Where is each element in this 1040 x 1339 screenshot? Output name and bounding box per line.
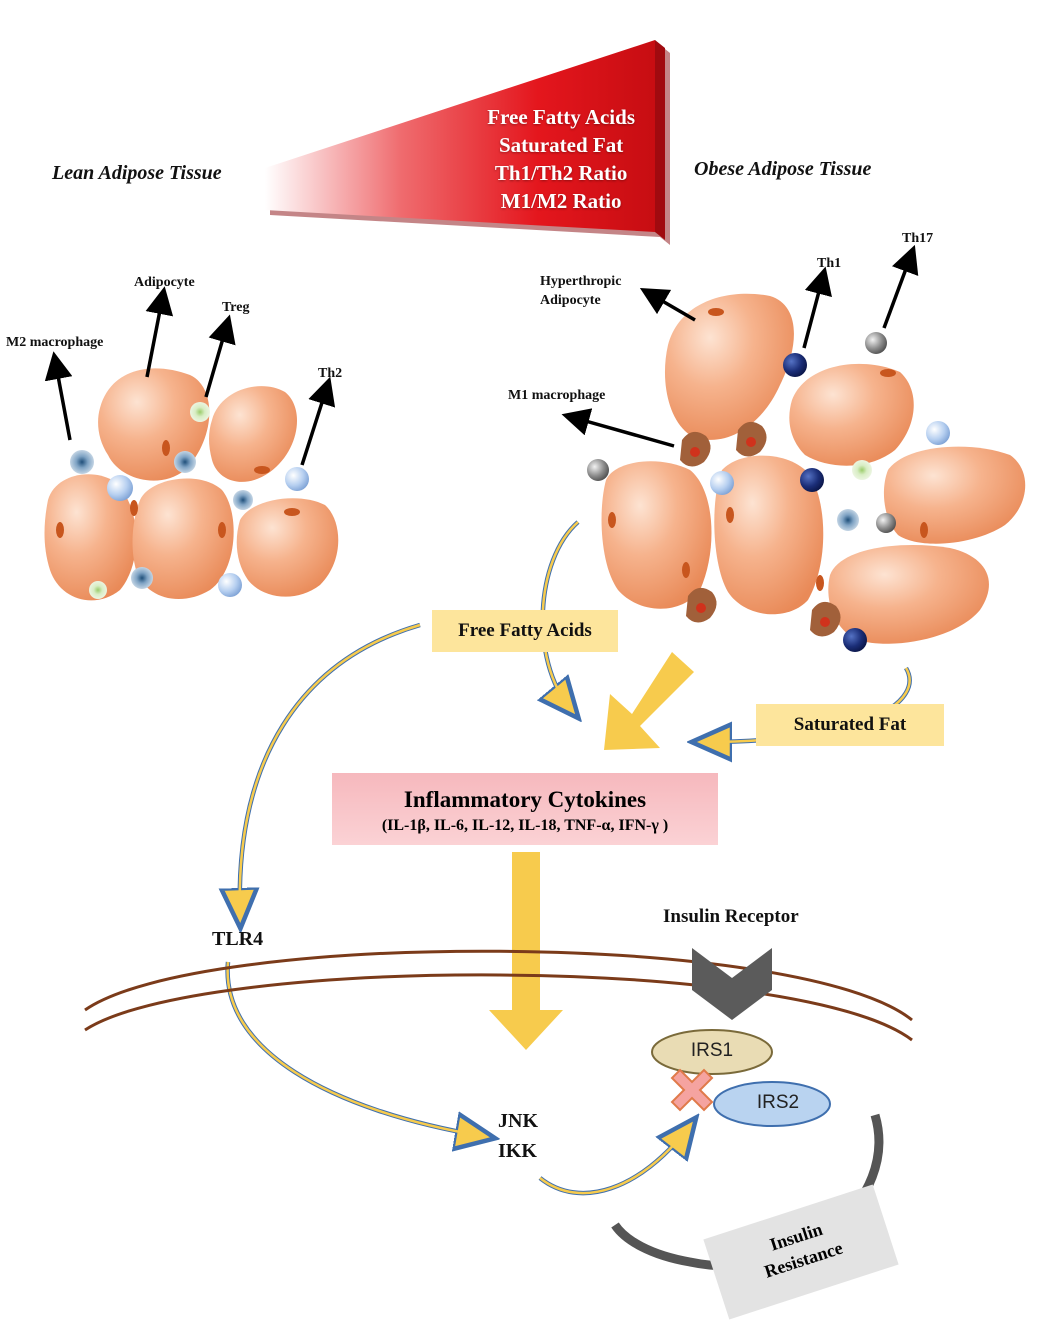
treg-pointer bbox=[204, 314, 236, 398]
th17-cell bbox=[876, 513, 896, 533]
treg-cell bbox=[190, 402, 210, 422]
hyperthropic-adipocyte-label: Adipocyte bbox=[540, 293, 601, 308]
th1-cell bbox=[800, 468, 824, 492]
m1-macrophage-cell bbox=[680, 431, 711, 467]
obese-adipocyte bbox=[883, 446, 1026, 544]
treg-label: Treg bbox=[222, 300, 250, 315]
hyperthropic-label: Hyperthropic bbox=[540, 274, 622, 289]
insulin-receptor-icon bbox=[692, 948, 772, 1020]
obese-to-cytokines-arrow bbox=[604, 652, 694, 750]
th2-pointer bbox=[300, 376, 336, 466]
obese-adipocyte bbox=[664, 293, 794, 440]
th17-pointer bbox=[882, 244, 919, 329]
obese-tissue-cluster bbox=[561, 244, 1026, 652]
th2-cell bbox=[710, 471, 734, 495]
th1-cell bbox=[843, 628, 867, 652]
th1-label: Th1 bbox=[817, 256, 842, 271]
m1-macrophage-cell bbox=[686, 587, 717, 623]
th2-cell bbox=[926, 421, 950, 445]
hyperthropic-adipocyte-pointer bbox=[639, 287, 696, 322]
m2-macrophage-cell bbox=[233, 490, 253, 510]
th17-cell bbox=[865, 332, 887, 354]
m1-macrophage-cell bbox=[736, 421, 767, 457]
irs2-label: IRS2 bbox=[756, 1092, 800, 1113]
tlr4-label: TLR4 bbox=[212, 928, 264, 950]
free-fatty-acids-box: Free Fatty Acids bbox=[432, 610, 618, 652]
gradient-line: Free Fatty Acids bbox=[487, 105, 635, 129]
th2-cell bbox=[285, 467, 309, 491]
lean-adipocyte bbox=[209, 386, 297, 482]
lean-adipocyte bbox=[132, 478, 234, 600]
gradient-line: Saturated Fat bbox=[499, 133, 624, 157]
th1-cell bbox=[783, 353, 807, 377]
irs1-label: IRS1 bbox=[690, 1040, 734, 1061]
m2-macrophage-cell bbox=[131, 567, 153, 589]
m1-macrophage-pointer bbox=[561, 408, 675, 448]
cytokines-list: (IL-1β, IL-6, IL-12, IL-18, TNF-α, IFN-γ… bbox=[381, 817, 669, 834]
inflammatory-cytokines-box: Inflammatory Cytokines (IL-1β, IL-6, IL-… bbox=[332, 773, 718, 845]
obese-adipocyte bbox=[828, 545, 989, 644]
obese-tissue-label: Obese Adipose Tissue bbox=[694, 158, 872, 180]
block-x-icon bbox=[670, 1068, 714, 1112]
lean-tissue-cluster bbox=[44, 286, 339, 601]
gradient-wedge bbox=[265, 40, 670, 245]
th1-pointer bbox=[802, 266, 832, 349]
obese-adipocyte bbox=[789, 363, 914, 466]
obese-adipocyte bbox=[714, 455, 824, 615]
obese-adipocyte bbox=[601, 461, 712, 609]
cell-membrane bbox=[84, 949, 913, 1042]
m2-macrophage-cell bbox=[174, 451, 196, 473]
lean-adipocyte bbox=[44, 474, 137, 601]
jnk-label: JNK bbox=[498, 1110, 538, 1132]
gradient-line: Th1/Th2 Ratio bbox=[494, 161, 628, 185]
adipocyte-label: Adipocyte bbox=[134, 275, 195, 290]
m2-macrophage-label: M2 macrophage bbox=[6, 335, 104, 350]
th2-cell bbox=[107, 475, 133, 501]
saturated-fat-box: Saturated Fat bbox=[756, 704, 944, 746]
irs2-protein bbox=[713, 1081, 831, 1127]
irs1-protein bbox=[651, 1029, 773, 1075]
treg-cell bbox=[89, 581, 107, 599]
ikk-label: IKK bbox=[498, 1140, 537, 1162]
ffa-to-tlr4-arrow bbox=[240, 622, 421, 915]
m2-macrophage-cell bbox=[70, 450, 94, 474]
jnk-to-irs-arrow bbox=[538, 1128, 688, 1196]
th17-label: Th17 bbox=[902, 231, 934, 246]
treg-cell bbox=[852, 460, 872, 480]
gradient-text: Free Fatty Acids Saturated Fat Th1/Th2 R… bbox=[487, 103, 635, 215]
lean-adipocyte bbox=[236, 498, 339, 597]
adipocyte-pointer bbox=[145, 286, 174, 378]
cytokines-title: Inflammatory Cytokines bbox=[403, 787, 647, 812]
th2-label: Th2 bbox=[318, 366, 343, 381]
m1-macrophage-label: M1 macrophage bbox=[508, 388, 606, 403]
m2-macrophage-cell bbox=[837, 509, 859, 531]
th2-cell bbox=[218, 573, 242, 597]
th17-cell bbox=[587, 459, 609, 481]
m2-macrophage-pointer bbox=[44, 351, 73, 441]
gradient-line: M1/M2 Ratio bbox=[500, 189, 622, 213]
m1-macrophage-cell bbox=[810, 601, 841, 637]
insulin-receptor-label: Insulin Receptor bbox=[663, 906, 799, 927]
lean-tissue-label: Lean Adipose Tissue bbox=[52, 162, 222, 184]
